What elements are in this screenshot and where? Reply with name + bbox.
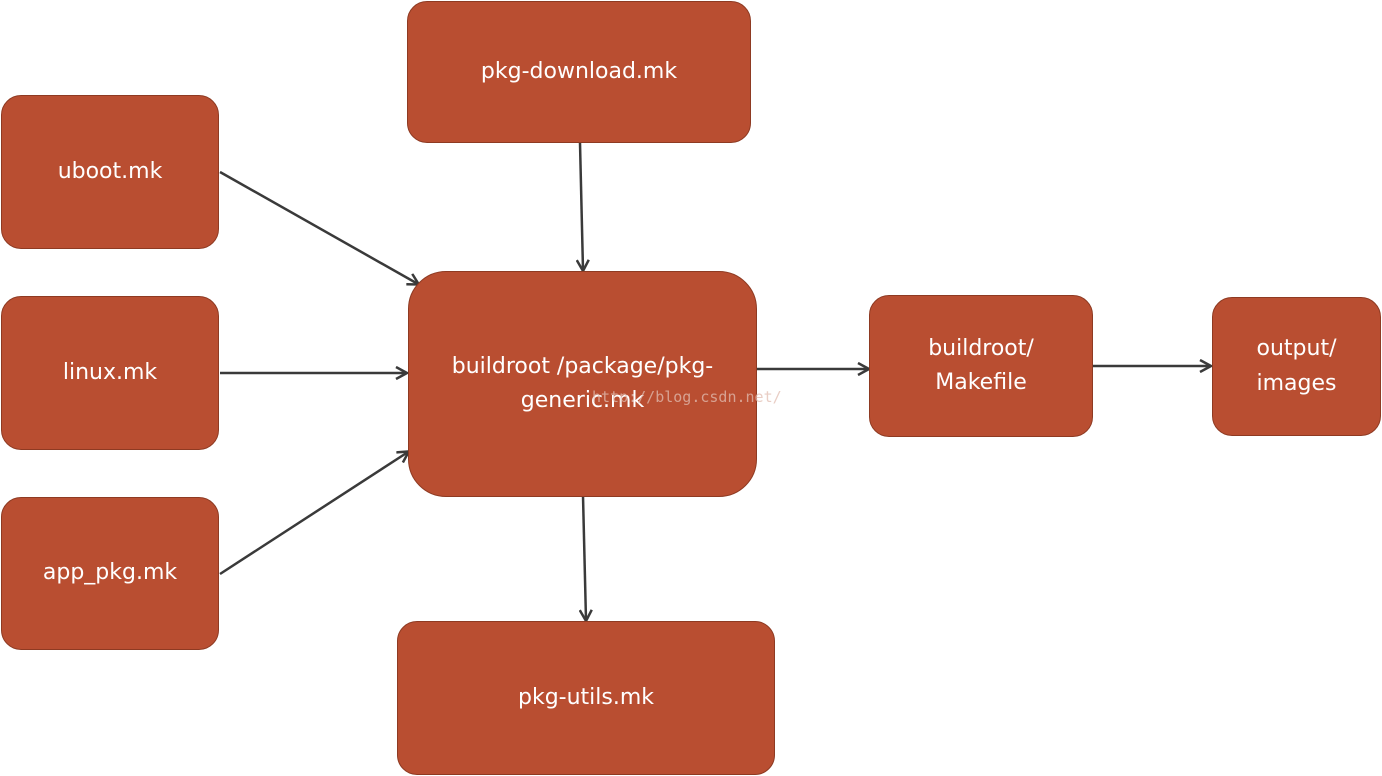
node-app-pkg-mk-label: app_pkg.mk <box>42 560 178 586</box>
node-output-images[interactable]: output/ images <box>1212 297 1381 436</box>
node-uboot-mk-label: uboot.mk <box>57 158 163 184</box>
node-output-images-label: output/ images <box>1256 336 1337 396</box>
node-pkg-download-mk-label: pkg-download.mk <box>480 58 678 84</box>
node-linux-mk[interactable]: linux.mk <box>1 296 219 450</box>
node-linux-mk-label: linux.mk <box>62 359 158 385</box>
node-buildroot-makefile-label: buildroot/ Makefile <box>928 335 1034 395</box>
node-pkg-generic-mk-label: buildroot /package/pkg-generic.mk <box>451 353 714 413</box>
node-app-pkg-mk[interactable]: app_pkg.mk <box>1 497 219 650</box>
edge-uboot-to-pkg-generic <box>219 170 418 284</box>
node-pkg-utils-mk-label: pkg-utils.mk <box>517 684 655 710</box>
edge-pkg-download-to-pkg-generic <box>580 142 583 270</box>
node-buildroot-makefile[interactable]: buildroot/ Makefile <box>869 295 1093 437</box>
node-pkg-download-mk[interactable]: pkg-download.mk <box>407 1 751 143</box>
edge-app-pkg-to-pkg-generic <box>219 452 408 576</box>
node-pkg-generic-mk[interactable]: buildroot /package/pkg-generic.mk <box>408 271 757 497</box>
node-uboot-mk[interactable]: uboot.mk <box>1 95 219 249</box>
edge-pkg-generic-to-pkg-utils <box>583 495 586 620</box>
node-pkg-utils-mk[interactable]: pkg-utils.mk <box>397 621 775 775</box>
